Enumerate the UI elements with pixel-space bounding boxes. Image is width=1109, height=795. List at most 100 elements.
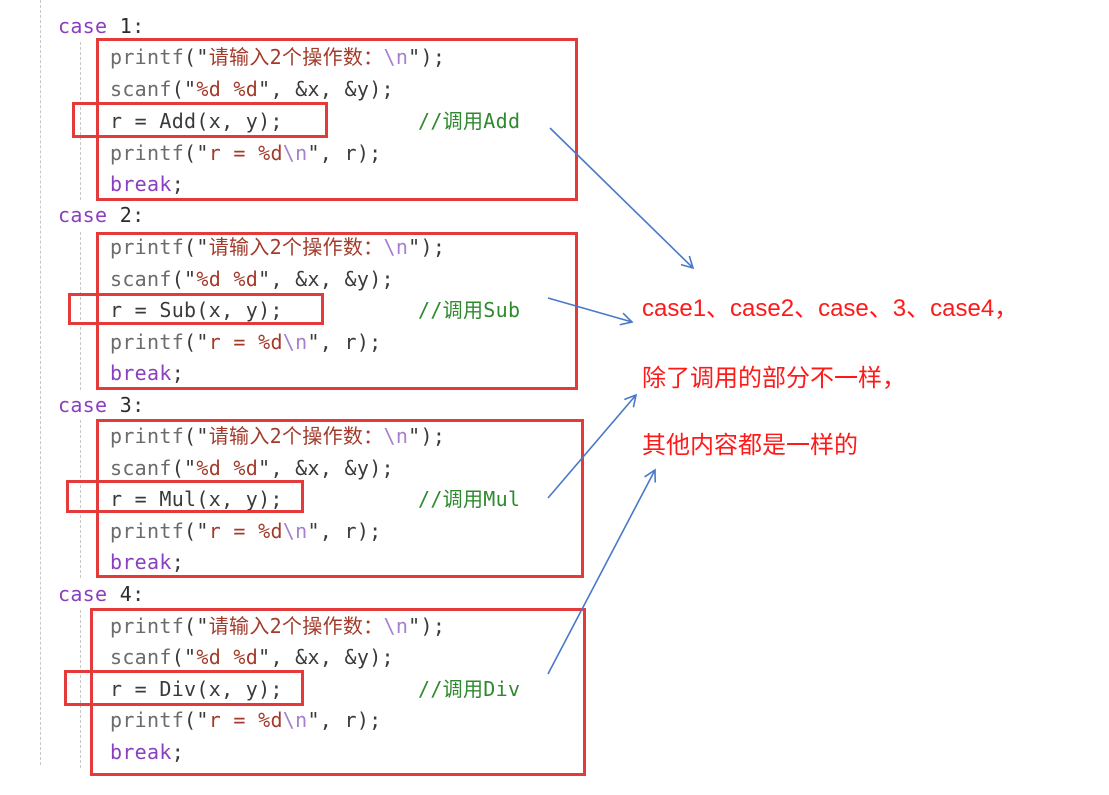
break-line: break; (110, 169, 184, 199)
format-string: %d %d (196, 645, 259, 669)
printf-fn: printf (110, 614, 185, 638)
escape-sequence: \n (383, 614, 409, 638)
string-literal: 请输入2个操作数： (208, 614, 384, 638)
scanf-line: scanf("%d %d", &x, &y); (110, 264, 394, 294)
case3-call-highlight (66, 480, 304, 513)
indent-guide-case3 (80, 420, 81, 578)
code-punct: (" (184, 519, 209, 543)
escape-sequence: \n (383, 45, 409, 69)
scanf-args: &x, &y (295, 645, 370, 669)
indent-guide-case4 (80, 610, 81, 768)
case-label-line: case 3: (58, 390, 144, 420)
case-number: 3 (119, 393, 133, 417)
code-punct: ", (258, 77, 296, 101)
code-punct: ", (258, 645, 296, 669)
call-comment: //调用Add (418, 109, 521, 133)
case-colon: : (132, 14, 145, 38)
escape-sequence: \n (282, 519, 308, 543)
break-line: break; (110, 547, 184, 577)
format-string: %d %d (196, 77, 259, 101)
case-number: 4 (119, 582, 133, 606)
scanf-line: scanf("%d %d", &x, &y); (110, 642, 394, 672)
printf-result-line: printf("r = %d\n", r); (110, 327, 382, 357)
call-line: r = Add(x, y); (110, 109, 283, 133)
case2-call-highlight (68, 293, 324, 325)
code-punct: (" (171, 77, 197, 101)
arrow-from-case4 (547, 468, 657, 675)
indent-guide-case1 (80, 42, 81, 200)
code-punct: "); (408, 424, 446, 448)
scanf-fn: scanf (110, 456, 172, 480)
printf-fn: printf (110, 235, 185, 259)
break-keyword: break (110, 361, 172, 385)
escape-sequence: \n (383, 424, 409, 448)
string-literal: 请输入2个操作数： (208, 424, 384, 448)
case-colon: : (132, 203, 145, 227)
case-keyword: case (58, 393, 108, 417)
case-keyword: case (58, 203, 108, 227)
case-keyword: case (58, 582, 108, 606)
case-label-line: case 1: (58, 11, 144, 41)
printf-result-line: printf("r = %d\n", r); (110, 138, 382, 168)
string-literal: 请输入2个操作数： (208, 45, 384, 69)
case-colon: : (132, 582, 145, 606)
scanf-line: scanf("%d %d", &x, &y); (110, 74, 394, 104)
call-comment: //调用Mul (418, 487, 521, 511)
scanf-line: scanf("%d %d", &x, &y); (110, 453, 394, 483)
code-punct: (" (184, 708, 209, 732)
printf-fn: printf (110, 519, 185, 543)
printf-fn: printf (110, 45, 185, 69)
code-punct: (" (184, 45, 209, 69)
arrow-from-case3 (547, 393, 638, 499)
code-punct: (" (184, 330, 209, 354)
escape-sequence: \n (282, 708, 308, 732)
printf-prompt-line: printf("请输入2个操作数：\n"); (110, 421, 445, 451)
printf-fn: printf (110, 141, 185, 165)
annotation-line-3: 其他内容都是一样的 (642, 432, 858, 459)
string-literal: r = %d (208, 330, 283, 354)
case-number: 2 (119, 203, 133, 227)
call-line: r = Div(x, y); (110, 677, 283, 701)
scanf-fn: scanf (110, 267, 172, 291)
escape-sequence: \n (282, 141, 308, 165)
call-comment: //调用Sub (418, 298, 521, 322)
arrow-from-case1 (549, 127, 695, 270)
code-punct: ", r); (307, 519, 382, 543)
code-punct: (" (184, 614, 209, 638)
escape-sequence: \n (282, 330, 308, 354)
case-colon: : (132, 393, 145, 417)
code-punct: ; (171, 740, 185, 764)
call-line: r = Sub(x, y); (110, 298, 283, 322)
printf-fn: printf (110, 424, 185, 448)
printf-prompt-line: printf("请输入2个操作数：\n"); (110, 611, 445, 641)
code-punct: "); (408, 45, 446, 69)
case1-body-highlight (96, 38, 578, 201)
case-number: 1 (119, 14, 133, 38)
code-punct: (" (184, 235, 209, 259)
call-comment: //调用Div (418, 677, 521, 701)
case2-body-highlight (96, 232, 578, 390)
break-keyword: break (110, 172, 172, 196)
code-punct: (" (184, 424, 209, 448)
code-punct: ", r); (307, 330, 382, 354)
code-punct: (" (171, 267, 197, 291)
code-punct: ; (171, 361, 185, 385)
annotation-line-2: 除了调用的部分不一样， (642, 365, 906, 392)
code-punct: ", (258, 456, 296, 480)
call-line: r = Mul(x, y); (110, 487, 283, 511)
case4-body-highlight (90, 608, 586, 776)
case-label-line: case 2: (58, 200, 144, 230)
printf-prompt-line: printf("请输入2个操作数：\n"); (110, 42, 445, 72)
code-punct: ); (369, 645, 394, 669)
scanf-args: &x, &y (295, 456, 370, 480)
code-punct: ", r); (307, 141, 382, 165)
format-string: %d %d (196, 456, 259, 480)
escape-sequence: \n (383, 235, 409, 259)
code-punct: "); (408, 235, 446, 259)
case3-body-highlight (96, 419, 584, 578)
code-punct: ); (369, 456, 394, 480)
code-punct: "); (408, 614, 446, 638)
printf-result-line: printf("r = %d\n", r); (110, 516, 382, 546)
code-punct: (" (171, 456, 197, 480)
